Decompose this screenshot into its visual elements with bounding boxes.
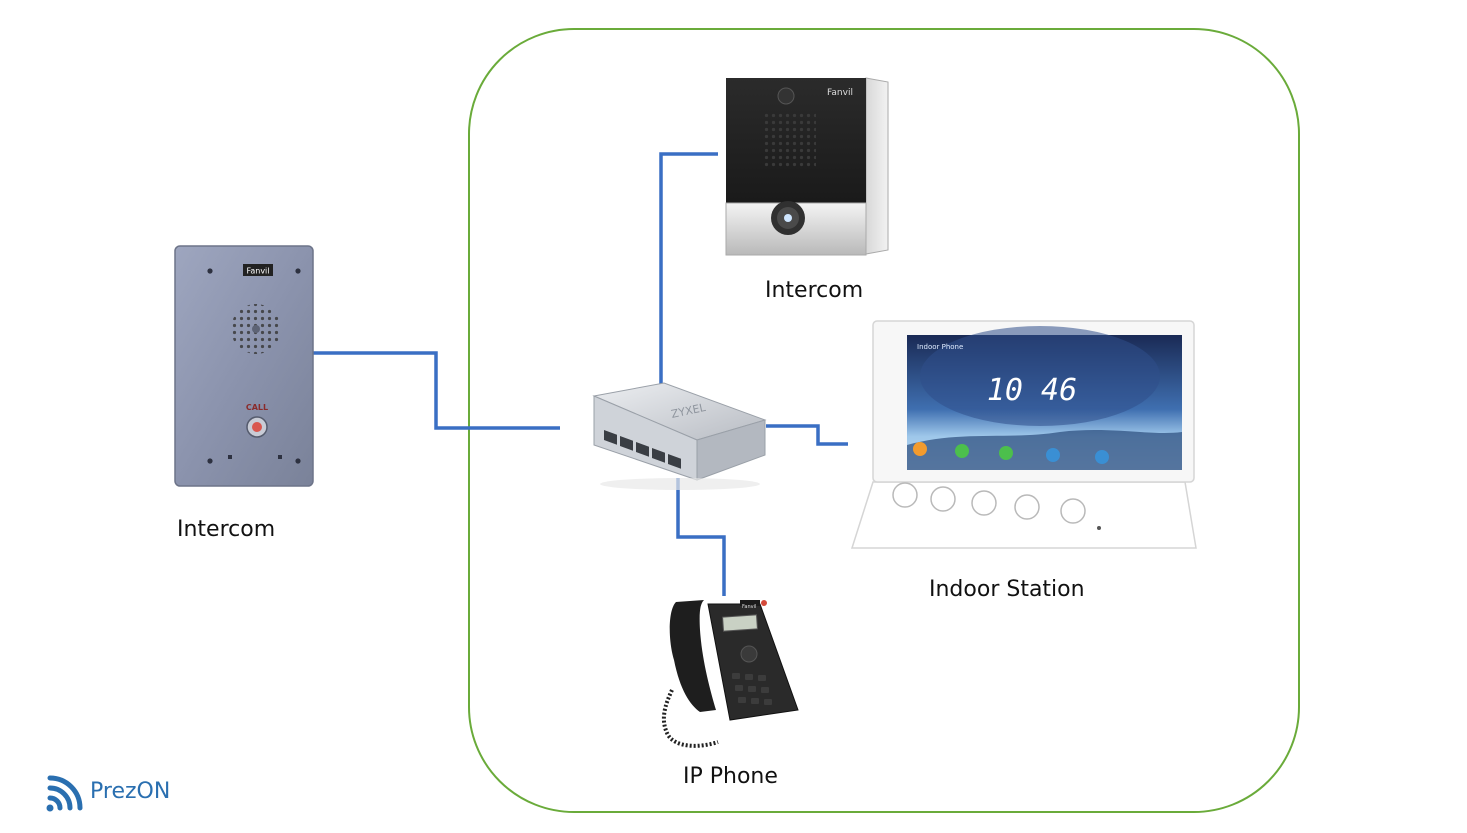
intercom-left-label: Intercom [177, 517, 276, 542]
network-switch-device: ZYXEL [592, 382, 767, 490]
link-left-intercom [313, 351, 560, 430]
intercom-top-label: Intercom [765, 278, 864, 303]
connection-lines [313, 152, 848, 596]
ip-phone-device: Fanvil [661, 600, 799, 748]
wifi-signal-icon [46, 775, 83, 812]
intercom-top-brand: Fanvil [827, 88, 853, 98]
prezon-logo: PrezON [44, 770, 184, 814]
link-top-intercom [659, 152, 718, 386]
network-boundary [468, 28, 1300, 813]
ip-phone-brand: Fanvil [742, 604, 756, 610]
indoor-station-label: Indoor Station [929, 577, 1085, 602]
link-indoor-station [766, 424, 848, 446]
link-ip-phone [676, 478, 726, 596]
ip-phone-label: IP Phone [683, 764, 778, 789]
indoor-station-screen-title: Indoor Phone [917, 343, 963, 351]
intercom-left-device: Fanvil CALL [174, 245, 314, 487]
intercom-top-device: Fanvil [725, 77, 889, 256]
indoor-station-clock: 10 46 [987, 373, 1077, 408]
intercom-left-brand: Fanvil [246, 267, 269, 276]
intercom-left-call-text: CALL [246, 403, 268, 412]
indoor-station-device: Indoor Phone 10 46 [850, 320, 1197, 549]
prezon-logo-text: PrezON [90, 779, 171, 804]
